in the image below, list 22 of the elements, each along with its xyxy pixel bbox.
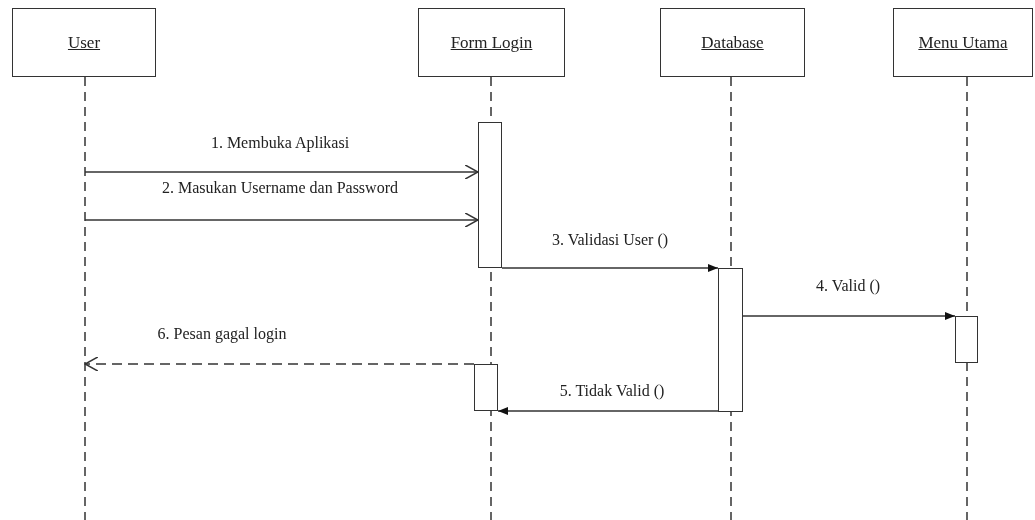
message-label: 6. Pesan gagal login <box>155 325 289 343</box>
return-message-arrow <box>84 356 475 372</box>
object-name: Form Login <box>450 32 533 53</box>
object-box <box>893 8 1033 77</box>
object-box <box>12 8 156 77</box>
message-arrow <box>84 164 479 180</box>
message-label: 5. Tidak Valid () <box>557 382 667 400</box>
message-label: 4. Valid () <box>813 277 883 295</box>
object-box <box>418 8 565 77</box>
activation-bar <box>474 364 498 411</box>
activation-bar <box>478 122 502 268</box>
object-name: Database <box>701 32 764 53</box>
activation-bar <box>718 268 743 412</box>
object-name: User <box>67 32 101 53</box>
message-arrow <box>497 407 719 415</box>
object-box <box>660 8 805 77</box>
message-label: 3. Validasi User () <box>549 231 671 249</box>
activation-bar <box>955 316 978 363</box>
message-arrow <box>84 212 479 228</box>
object-name: Menu Utama <box>918 32 1008 53</box>
message-arrow <box>501 264 719 272</box>
message-arrow <box>742 312 956 320</box>
